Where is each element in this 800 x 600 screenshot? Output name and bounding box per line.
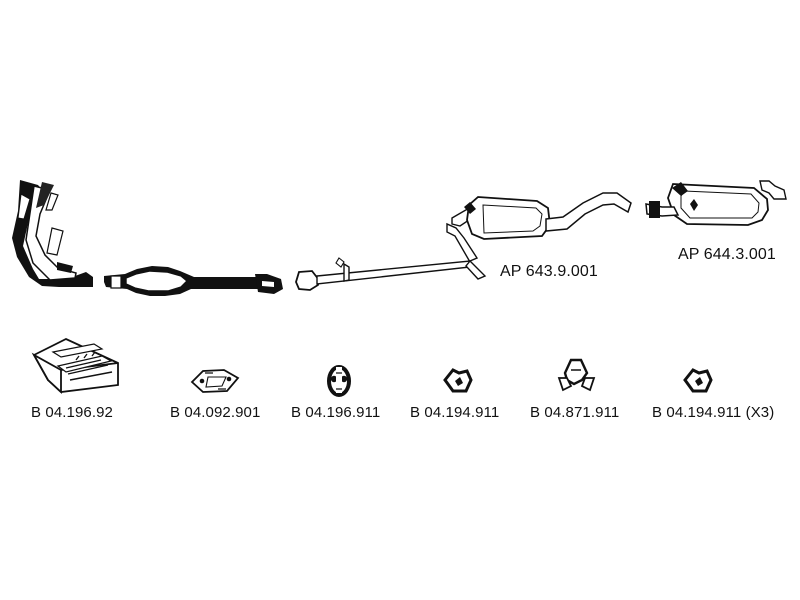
- accessory-label-gasket-plate: B 04.092.901: [170, 404, 261, 421]
- front-manifold-pipe-drawing: [12, 180, 93, 287]
- accessory-hanger-icon: [443, 368, 473, 393]
- rear-silencer-part-number: AP 644.3.001: [678, 246, 776, 263]
- accessory-label-hanger: B 04.194.911: [410, 404, 500, 421]
- accessory-gasket-plate-icon: [190, 369, 240, 393]
- accessory-label-bracket: B 04.871.911: [530, 404, 620, 421]
- middle-silencer-drawing: [295, 192, 632, 291]
- accessory-label-double-ring-mount: B 04.196.911: [291, 404, 381, 421]
- accessory-box-kit-icon: [31, 338, 119, 395]
- middle-silencer-part-number: AP 643.9.001: [500, 263, 598, 280]
- accessory-double-ring-mount-icon: [327, 365, 351, 397]
- catalytic-converter-drawing: [104, 266, 283, 296]
- accessory-label-hanger-x3: B 04.194.911 (X3): [652, 404, 775, 421]
- accessory-hanger-x3-icon: [683, 368, 713, 393]
- rear-silencer-drawing: [645, 180, 787, 226]
- accessory-label-box-kit: B 04.196.92: [31, 404, 114, 421]
- accessory-bracket-icon: [557, 358, 596, 392]
